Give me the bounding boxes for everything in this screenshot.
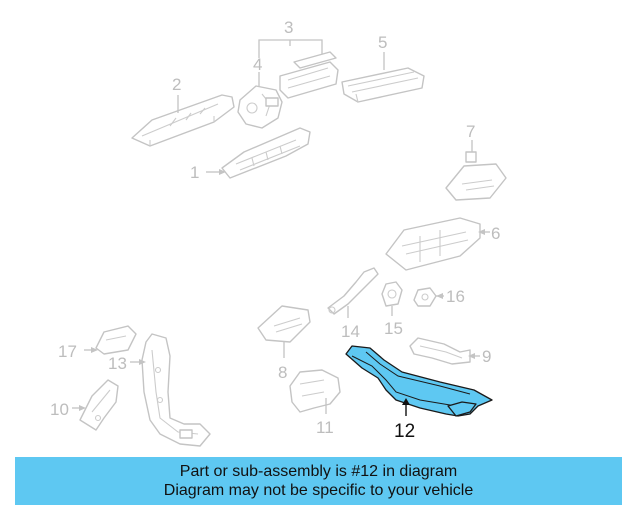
part-17-block <box>95 325 137 355</box>
callout-4: 4 <box>253 55 262 74</box>
banner-line-disclaimer: Diagram may not be specific to your vehi… <box>163 482 474 499</box>
part-10-bracket <box>79 379 119 431</box>
leader-bracket <box>258 39 323 54</box>
callout-5: 5 <box>378 33 387 52</box>
callout-9: 9 <box>482 347 491 366</box>
banner-line-part-number: Part or sub-assembly is #12 in diagram <box>179 463 458 480</box>
callout-1: 1 <box>190 163 199 182</box>
part-2-defroster-nozzle <box>131 94 235 147</box>
part-12-floor-duct-highlighted <box>345 345 493 417</box>
part-6-center-vent <box>385 217 481 271</box>
part-14-linkage <box>327 267 379 315</box>
part-5-duct <box>341 67 425 103</box>
part-8-rear-vent <box>257 305 311 343</box>
callout-10: 10 <box>50 400 69 419</box>
part-4-actuator <box>237 85 283 129</box>
callout-8: 8 <box>278 363 287 382</box>
part-13-vertical-duct <box>141 333 211 447</box>
callout-2: 2 <box>172 75 181 94</box>
callout-3: 3 <box>284 18 293 37</box>
exploded-parts-diagram: 2 4 3 5 <box>50 18 507 447</box>
callout-6: 6 <box>491 224 500 243</box>
callout-17: 17 <box>58 342 77 361</box>
callout-14: 14 <box>341 322 360 341</box>
info-banner: Part or sub-assembly is #12 in diagram D… <box>15 457 622 505</box>
callout-13: 13 <box>108 354 127 373</box>
callout-15: 15 <box>384 319 403 338</box>
part-1-side-vent <box>221 127 311 179</box>
part-7-vent <box>445 151 507 201</box>
part-11-elbow-duct <box>289 369 341 413</box>
callout-7: 7 <box>466 122 475 141</box>
callout-12: 12 <box>394 421 415 442</box>
part-15-connector <box>381 281 403 307</box>
part-16-grommet <box>413 287 437 307</box>
callout-11: 11 <box>316 418 334 437</box>
callout-16: 16 <box>446 287 465 306</box>
part-3-vent-assembly <box>279 51 339 99</box>
part-9-side-duct <box>409 337 471 365</box>
